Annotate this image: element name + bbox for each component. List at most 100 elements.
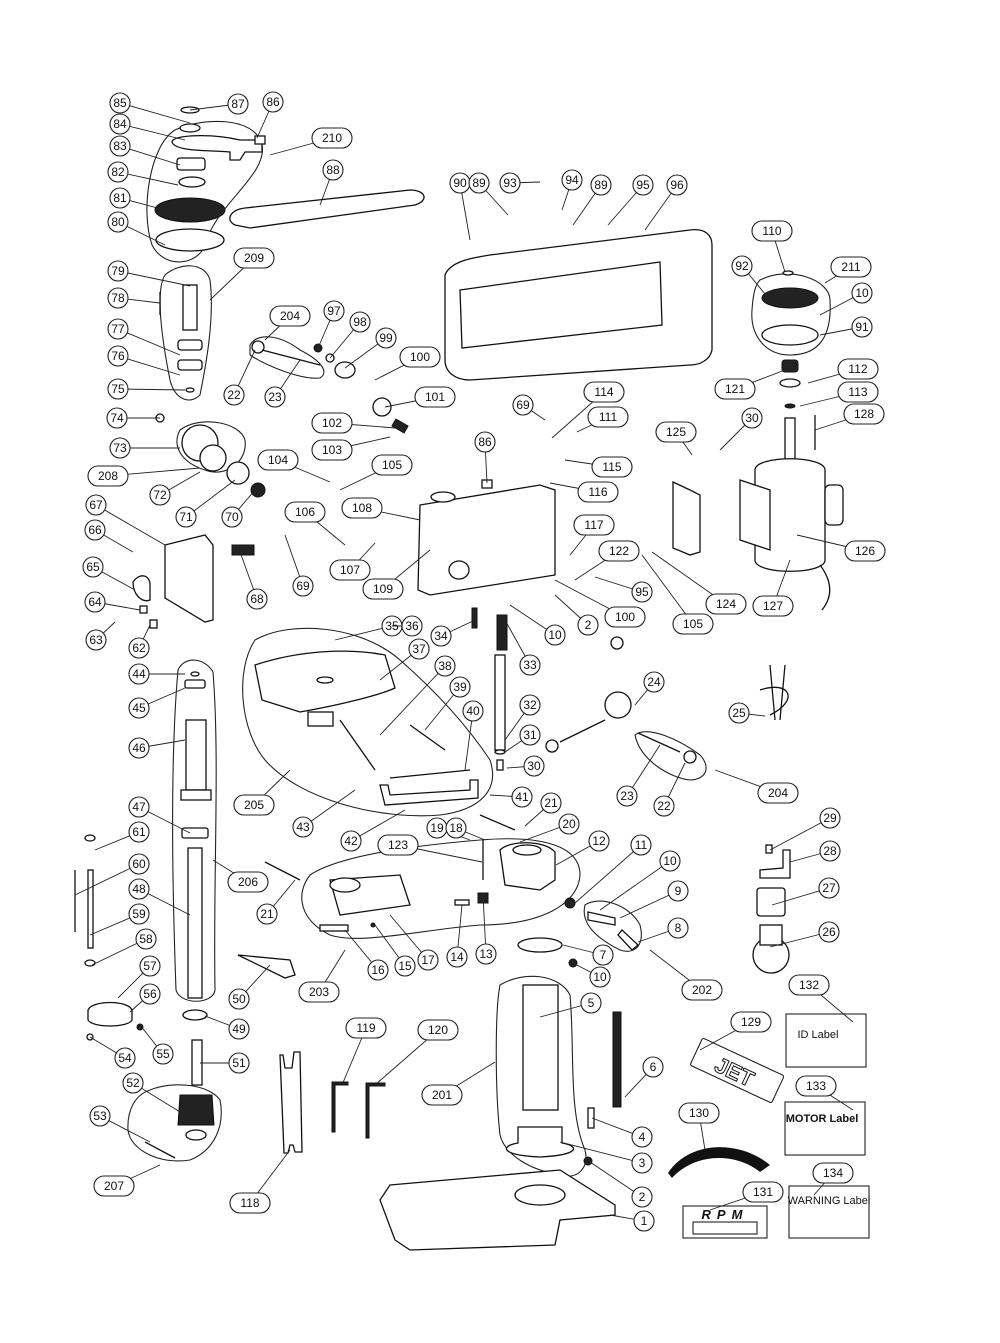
part-39-rod-b (409, 724, 446, 751)
callout-number: 10 (593, 970, 607, 984)
callout-number: 40 (466, 704, 480, 718)
callout-bubble (519, 654, 541, 676)
callout-64: 64 (84, 591, 141, 613)
callout-128: 128 (814, 403, 885, 431)
callout-127: 127 (752, 559, 794, 617)
leader-line (117, 270, 191, 287)
callout-bubble (630, 834, 652, 856)
callout-125: 125 (655, 421, 697, 456)
callout-bubble (705, 593, 747, 615)
callout-number: 89 (472, 176, 486, 190)
callout-bubble (577, 481, 619, 503)
part-91-pulley (761, 324, 819, 346)
callout-number: 110 (762, 224, 781, 238)
callout-number: 6 (650, 1060, 657, 1074)
callout-bubble (107, 260, 129, 282)
callout-number: 34 (434, 629, 448, 643)
callout-number: 131 (753, 1185, 773, 1199)
callout-number: 125 (666, 425, 686, 439)
callout-bubble (678, 1102, 720, 1124)
callout-number: 31 (523, 728, 537, 742)
part-7-ring (517, 937, 563, 953)
callout-123: 123 (377, 834, 483, 863)
callout-89: 89 (468, 172, 509, 216)
callout-117: 117 (569, 514, 615, 556)
part-49-ring (182, 1009, 208, 1021)
group-outline-204-top (249, 336, 325, 379)
callout-number: 117 (584, 518, 603, 532)
callout-204: 204 (264, 305, 311, 341)
callout-number: 20 (562, 817, 576, 831)
leader-line (119, 123, 186, 141)
callout-number: 86 (478, 435, 492, 449)
callout-102: 102 (311, 412, 396, 434)
part-127-capacitor (824, 484, 844, 526)
callout-73: 73 (109, 437, 180, 459)
callout-58: 58 (91, 928, 157, 966)
callout-91: 91 (819, 316, 873, 338)
callout-number: 88 (326, 163, 340, 177)
callout-29: 29 (769, 807, 841, 851)
callout-number: 105 (382, 458, 402, 472)
part-58-nut (84, 959, 96, 967)
callout-49: 49 (204, 1015, 250, 1040)
part-127-cord (819, 564, 831, 611)
callout-number: 209 (244, 251, 264, 265)
callout-bubble (227, 93, 249, 115)
callout-bubble (558, 813, 580, 835)
callout-bubble (128, 878, 150, 900)
callout-bubble (631, 581, 653, 603)
callout-number: 13 (479, 947, 493, 961)
callout-number: 108 (352, 501, 372, 515)
callout-bubble (742, 1181, 784, 1203)
callout-number: 12 (592, 834, 606, 848)
callout-26: 26 (769, 921, 840, 948)
callout-90: 90 (449, 172, 471, 241)
callout-131: 131 (709, 1181, 784, 1211)
callout-bubble (323, 300, 345, 322)
leader-line (574, 844, 642, 904)
part-51-arbor (191, 1039, 203, 1086)
callout-37: 37 (379, 638, 430, 681)
callout-207: 207 (93, 1164, 161, 1197)
callout-81: 81 (109, 187, 166, 211)
motor-label-box (784, 1101, 866, 1156)
callout-number: 95 (635, 585, 649, 599)
callout-number: 41 (515, 790, 529, 804)
group-outline-202 (583, 900, 642, 952)
callout-number: 65 (86, 560, 100, 574)
callout-bubble (598, 540, 640, 562)
callout-100: 100 (554, 579, 646, 628)
callout-bubble (590, 174, 612, 196)
callout-number: 94 (565, 173, 579, 187)
callout-bubble (362, 578, 404, 600)
callout-bubble (128, 821, 150, 843)
callout-number: 97 (327, 304, 341, 318)
part-86-pin (254, 135, 266, 145)
callout-56: 56 (129, 983, 161, 1013)
callout-bubble (475, 943, 497, 965)
callout-40: 40 (462, 700, 484, 771)
callout-number: 36 (405, 619, 419, 633)
leader-line (117, 328, 181, 356)
callout-126: 126 (796, 534, 886, 562)
callout-number: 82 (111, 165, 125, 179)
callout-116: 116 (549, 481, 619, 503)
part-55-screw (136, 1023, 144, 1031)
callout-86: 86 (474, 431, 496, 484)
callout-bubble (377, 834, 419, 856)
part-109-spindle-bore (448, 560, 470, 580)
part-23-handle-right (637, 732, 681, 753)
callout-6: 6 (624, 1056, 664, 1098)
callout-bubble (311, 439, 353, 461)
part-102-pinion (391, 418, 409, 434)
leader-line (769, 817, 831, 851)
callout-32: 32 (504, 694, 541, 741)
callout-number: 96 (670, 178, 684, 192)
callout-bubble (262, 91, 284, 113)
callout-115: 115 (564, 456, 633, 478)
group-outline-207 (127, 1084, 222, 1162)
callout-48: 48 (128, 878, 191, 916)
callout-bubble (588, 830, 610, 852)
callout-number: 89 (594, 178, 608, 192)
